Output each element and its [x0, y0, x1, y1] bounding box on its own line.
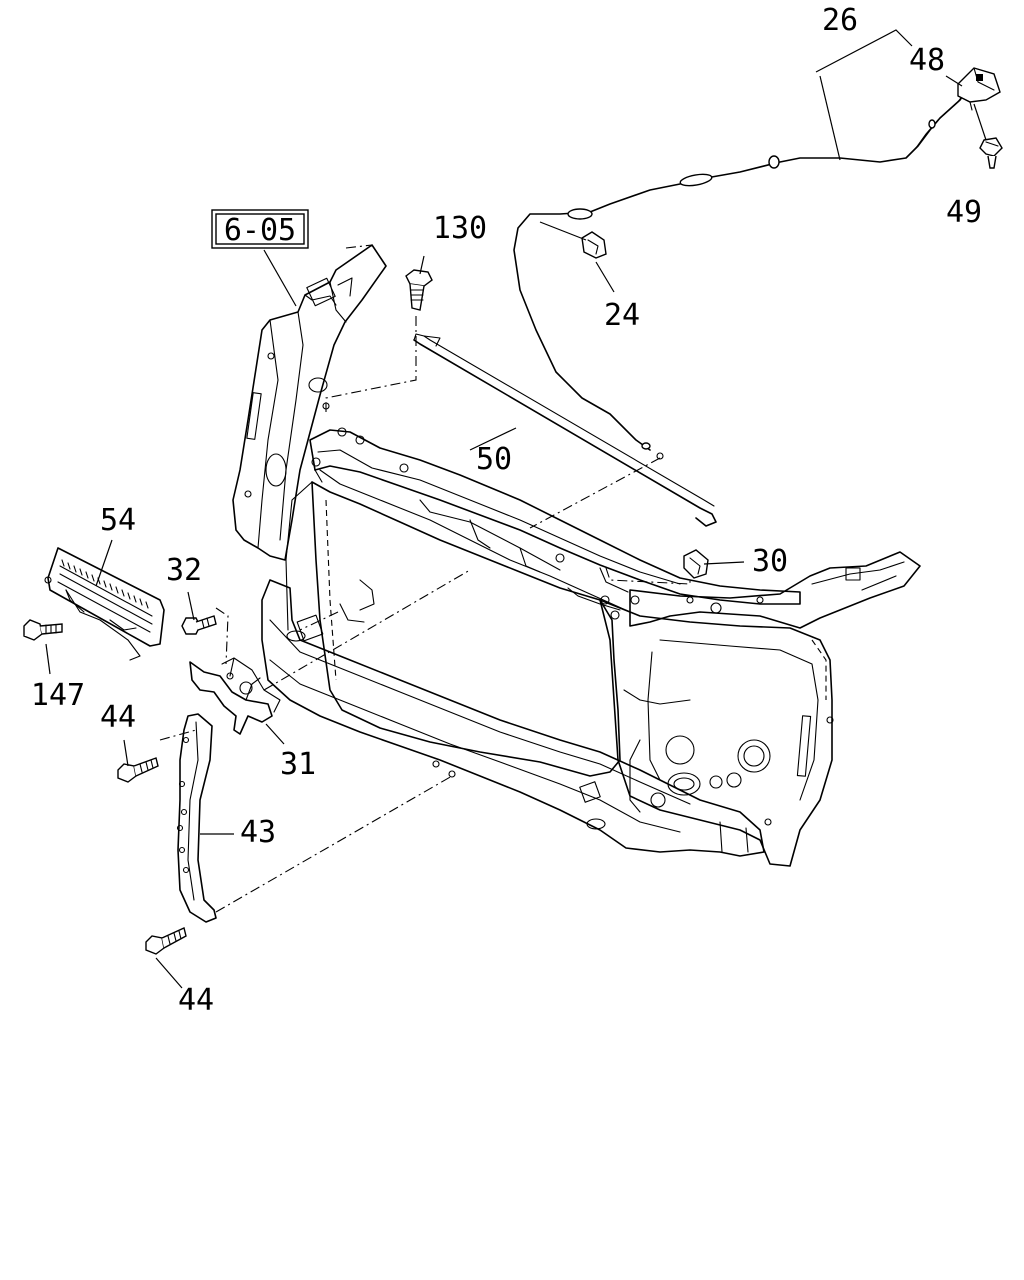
- bolt-147: [23, 619, 63, 641]
- callout-30: 30: [752, 544, 788, 579]
- bolt-130: [405, 269, 433, 311]
- bolt-44-lower: [145, 927, 187, 955]
- hood-support-rod-50: [413, 333, 717, 527]
- reference-box-6-05: 6-05: [211, 209, 309, 249]
- hood-latch-31: [189, 657, 281, 735]
- bolt-44-upper: [117, 757, 159, 783]
- radiator-support-frame: [232, 244, 921, 867]
- callout-43: 43: [240, 815, 276, 850]
- callout-44-upper: 44: [100, 700, 136, 735]
- callout-54: 54: [100, 503, 136, 538]
- cable-clip-24: [581, 231, 607, 259]
- assembly-centerlines: [159, 316, 691, 913]
- callout-32: 32: [166, 553, 202, 588]
- clip-49: [979, 137, 1003, 169]
- callout-labels: 26 48 49 24 130 50 30 54 32 147 44 31 43…: [31, 3, 982, 1018]
- callout-31: 31: [280, 747, 316, 782]
- callout-50: 50: [476, 442, 512, 477]
- callout-48: 48: [909, 43, 945, 78]
- callout-26: 26: [822, 3, 858, 38]
- bolt-32: [181, 615, 217, 635]
- callout-49: 49: [946, 195, 982, 230]
- callout-147: 147: [31, 678, 85, 713]
- callout-24: 24: [604, 298, 640, 333]
- mesh-plate-54: [44, 547, 165, 661]
- support-bracket-43: [176, 713, 217, 923]
- callout-130: 130: [433, 211, 487, 246]
- rod-clip-30: [683, 549, 709, 579]
- release-lever-48: [957, 67, 1001, 111]
- hood-release-cable: [513, 84, 971, 460]
- callout-44-lower: 44: [178, 983, 214, 1018]
- reference-box-label: 6-05: [224, 213, 296, 248]
- leader-lines: [45, 29, 987, 989]
